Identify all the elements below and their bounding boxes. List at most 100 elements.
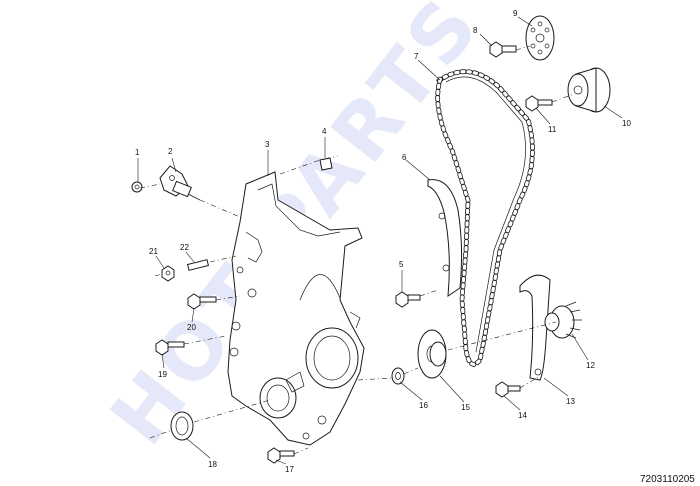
bolt-22 bbox=[186, 259, 210, 271]
chain-link bbox=[435, 82, 442, 90]
chain-link bbox=[529, 156, 535, 163]
chain-link bbox=[459, 300, 465, 308]
oil-seal bbox=[170, 411, 194, 441]
chain-link bbox=[495, 255, 502, 263]
nut-1 bbox=[131, 181, 143, 193]
callout-21: 21 bbox=[149, 247, 158, 256]
callout-15: 15 bbox=[461, 403, 470, 412]
chain-link bbox=[465, 208, 470, 215]
chain-link bbox=[463, 251, 469, 259]
chain-link bbox=[464, 232, 469, 240]
chain-link bbox=[496, 249, 503, 257]
chain-link bbox=[465, 201, 471, 209]
bolt-5 bbox=[395, 291, 421, 308]
chain-link bbox=[465, 69, 473, 75]
chain-link bbox=[479, 346, 485, 354]
document-id: 7203110205 bbox=[640, 474, 695, 485]
chain-link bbox=[487, 304, 493, 312]
chain-link bbox=[460, 307, 466, 314]
callout-19: 19 bbox=[158, 370, 167, 379]
chain-link bbox=[462, 263, 468, 271]
callout-20: 20 bbox=[187, 323, 196, 332]
callout-1: 1 bbox=[135, 148, 140, 157]
callout-5: 5 bbox=[399, 260, 404, 269]
callout-6: 6 bbox=[402, 153, 407, 162]
chain-link bbox=[435, 95, 441, 102]
callout-16: 16 bbox=[419, 401, 428, 410]
callout-12: 12 bbox=[586, 361, 595, 370]
chain-link bbox=[494, 261, 500, 269]
chain-link bbox=[437, 113, 443, 121]
chain-link bbox=[492, 273, 498, 281]
assembly-lines bbox=[139, 45, 575, 455]
chain-link bbox=[459, 69, 467, 75]
callout-4: 4 bbox=[322, 127, 327, 136]
chain-link bbox=[460, 282, 466, 290]
chain-link bbox=[488, 298, 494, 306]
crank-sprocket bbox=[417, 329, 447, 379]
chain-link bbox=[526, 119, 532, 127]
chain-link bbox=[489, 292, 495, 300]
chain-link bbox=[438, 119, 445, 127]
chain-link bbox=[435, 101, 441, 109]
chain-link bbox=[480, 340, 486, 348]
chain-link bbox=[462, 337, 468, 345]
chain-link bbox=[460, 288, 466, 296]
chain-link bbox=[490, 286, 496, 293]
sensor bbox=[159, 165, 201, 201]
chain-link bbox=[462, 331, 468, 339]
bolt-19 bbox=[155, 339, 185, 356]
callout-17: 17 bbox=[285, 465, 294, 474]
bolt-11 bbox=[525, 95, 553, 112]
chain-link bbox=[486, 310, 492, 318]
chain-link bbox=[530, 143, 535, 151]
sprocket-10 bbox=[567, 67, 611, 113]
chain-link bbox=[436, 107, 442, 115]
chain-link bbox=[528, 131, 534, 139]
chain-link bbox=[464, 226, 470, 234]
callout-9: 9 bbox=[513, 9, 518, 18]
chain-link bbox=[459, 294, 465, 302]
chain-link bbox=[529, 149, 535, 157]
spacer-16 bbox=[391, 367, 405, 385]
timing-cover bbox=[227, 171, 365, 446]
callout-10: 10 bbox=[622, 119, 631, 128]
chain-link bbox=[493, 267, 499, 275]
callout-14: 14 bbox=[518, 411, 527, 420]
chain-link bbox=[529, 137, 535, 145]
chain-link bbox=[461, 276, 467, 283]
chain-link bbox=[464, 220, 470, 228]
chain-guide bbox=[427, 179, 463, 297]
chain-link bbox=[463, 239, 469, 246]
chain-link bbox=[464, 350, 470, 358]
chain-link bbox=[463, 245, 469, 253]
callout-18: 18 bbox=[208, 460, 217, 469]
chain-link bbox=[461, 269, 467, 277]
chain-link bbox=[461, 325, 467, 333]
chain-link bbox=[464, 214, 470, 222]
callout-8: 8 bbox=[473, 26, 478, 35]
chain-link bbox=[528, 162, 534, 170]
callout-13: 13 bbox=[566, 397, 575, 406]
chain-link bbox=[527, 125, 533, 133]
chain-link bbox=[453, 69, 461, 76]
chain-link bbox=[484, 316, 491, 324]
chain-link bbox=[491, 279, 497, 287]
chain-link bbox=[463, 344, 469, 352]
callout-22: 22 bbox=[180, 243, 189, 252]
callout-11: 11 bbox=[548, 125, 557, 134]
chain-link bbox=[462, 257, 468, 265]
callout-labels: 1 2 3 4 5 6 7 8 9 10 11 12 13 14 15 16 1… bbox=[135, 9, 631, 474]
callout-7: 7 bbox=[414, 52, 419, 61]
chain-link bbox=[457, 172, 463, 180]
bolt-17 bbox=[267, 447, 295, 464]
bolt-8 bbox=[489, 41, 517, 58]
chain-link bbox=[435, 88, 441, 96]
tensioner-arm bbox=[519, 274, 551, 381]
gear-9 bbox=[525, 15, 555, 61]
nut-21 bbox=[161, 265, 175, 282]
bolt-14 bbox=[495, 381, 521, 398]
chain-link bbox=[460, 313, 466, 321]
